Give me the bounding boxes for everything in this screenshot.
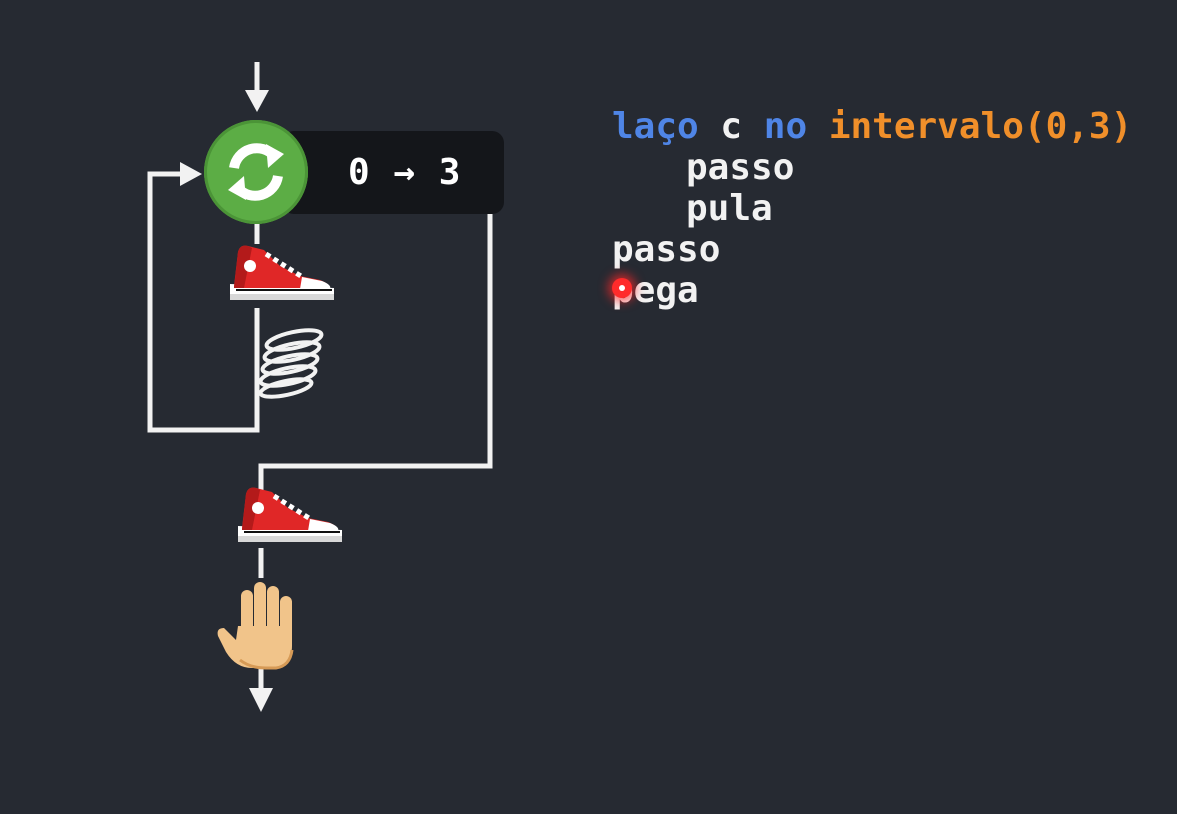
spring-icon — [258, 328, 324, 399]
flow-connectors — [147, 62, 493, 690]
keyword-no: no — [763, 106, 808, 147]
range-badge — [282, 131, 504, 214]
code-line-pega: pega — [612, 270, 699, 311]
sneaker-icon — [238, 488, 342, 542]
function-args: (0,3) — [1023, 106, 1133, 147]
range-label: 0 → 3 — [348, 152, 462, 193]
loop-button[interactable] — [204, 120, 308, 224]
code-block: laço c no intervalo(0,3) passo pula pass… — [612, 106, 1132, 311]
pointer-cursor — [612, 278, 632, 298]
code-line-pula: pula — [686, 188, 773, 229]
entry-arrow-icon — [245, 90, 269, 112]
hand-icon — [217, 582, 294, 670]
refresh-icon — [228, 143, 284, 201]
keyword-laco: laço — [612, 106, 699, 147]
function-name: intervalo — [828, 106, 1024, 147]
sneaker-icon — [230, 246, 334, 300]
code-line-passo: passo — [686, 147, 795, 188]
loop-variable: c — [720, 106, 743, 147]
code-line-passo-2: passo — [612, 229, 721, 270]
code-line-loop: laço c no intervalo(0,3) — [612, 106, 1132, 147]
exit-arrow-icon — [249, 688, 273, 712]
loop-back-arrow-icon — [180, 162, 202, 186]
